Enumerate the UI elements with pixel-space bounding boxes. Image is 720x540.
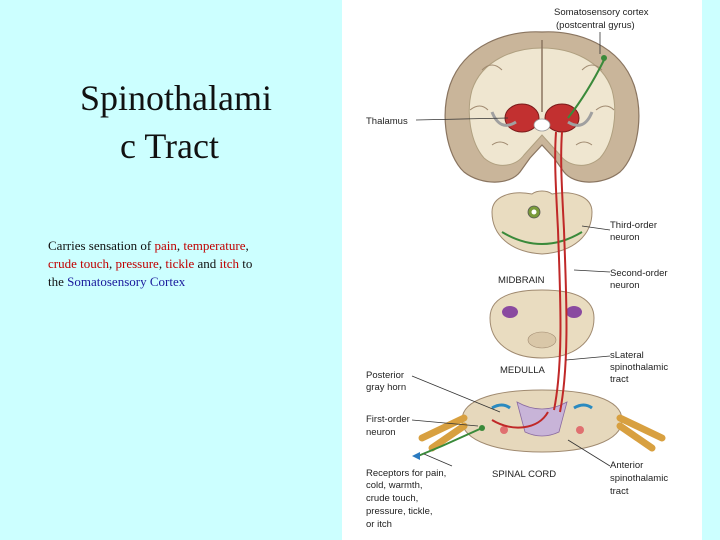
label-medulla: MEDULLA	[500, 365, 546, 376]
keyword-temperature: temperature	[183, 238, 246, 253]
label-lateral-3: tract	[610, 374, 629, 385]
desc-text: ,	[158, 256, 166, 271]
spinothalamic-tract-lines	[491, 131, 568, 429]
neuron-lines	[412, 55, 607, 460]
label-receptors-1: Receptors for pain,	[366, 468, 446, 479]
label-midbrain: MIDBRAIN	[498, 275, 545, 286]
title-line-1: Spinothalami	[80, 78, 272, 118]
label-posterior-1: Posterior	[366, 370, 404, 381]
label-receptors-5: or itch	[366, 519, 392, 530]
label-anterior-2: spinothalamic	[610, 473, 668, 484]
spinal-cord-section	[418, 389, 666, 453]
label-somatosensory-cortex: Somatosensory cortex	[554, 7, 649, 18]
keyword-itch: itch	[219, 256, 240, 271]
label-lateral-1: sLateral	[610, 350, 644, 361]
label-anterior-3: tract	[610, 486, 629, 497]
label-lateral-2: spinothalamic	[610, 362, 668, 373]
label-first-order-2: neuron	[366, 427, 396, 438]
desc-text: to	[239, 256, 253, 271]
label-receptors-2: cold, warmth,	[366, 480, 423, 491]
desc-text: ,	[109, 256, 116, 271]
label-receptors-4: pressure, tickle,	[366, 506, 433, 517]
label-third-order-2: neuron	[610, 232, 640, 243]
keyword-tickle: tickle	[165, 256, 195, 271]
keyword-somatosensory-cortex: Somatosensory Cortex	[67, 274, 186, 289]
description-text: Carries sensation of pain, temperature,c…	[48, 237, 318, 291]
label-postcentral-gyrus: (postcentral gyrus)	[556, 20, 635, 31]
desc-text: ,	[245, 238, 249, 253]
desc-text: Carries sensation of	[48, 238, 155, 253]
desc-text: the	[48, 274, 68, 289]
label-first-order-1: First-order	[366, 414, 410, 425]
keyword-crude-touch: crude touch	[48, 256, 110, 271]
label-anterior-1: Anterior	[610, 460, 643, 471]
label-second-order-2: neuron	[610, 280, 640, 291]
label-receptors-3: crude touch,	[366, 493, 418, 504]
label-third-order-1: Third-order	[610, 220, 657, 231]
leader-lines	[411, 32, 611, 467]
slide-title: Spinothalami c Tract	[60, 74, 330, 170]
label-spinal-cord: SPINAL CORD	[492, 469, 556, 480]
desc-text: ,	[176, 238, 184, 253]
label-posterior-2: gray horn	[366, 382, 406, 393]
medulla-section	[489, 289, 595, 359]
keyword-pressure: pressure	[115, 256, 159, 271]
label-thalamus: Thalamus	[366, 116, 408, 127]
label-second-order-1: Second-order	[610, 268, 668, 279]
midbrain-section	[491, 190, 593, 255]
keyword-pain: pain	[154, 238, 177, 253]
desc-text: and	[194, 256, 220, 271]
brain-section	[444, 31, 640, 183]
title-line-2: c Tract	[120, 126, 219, 166]
spinothalamic-diagram: Somatosensory cortex (postcentral gyrus)…	[342, 0, 702, 540]
